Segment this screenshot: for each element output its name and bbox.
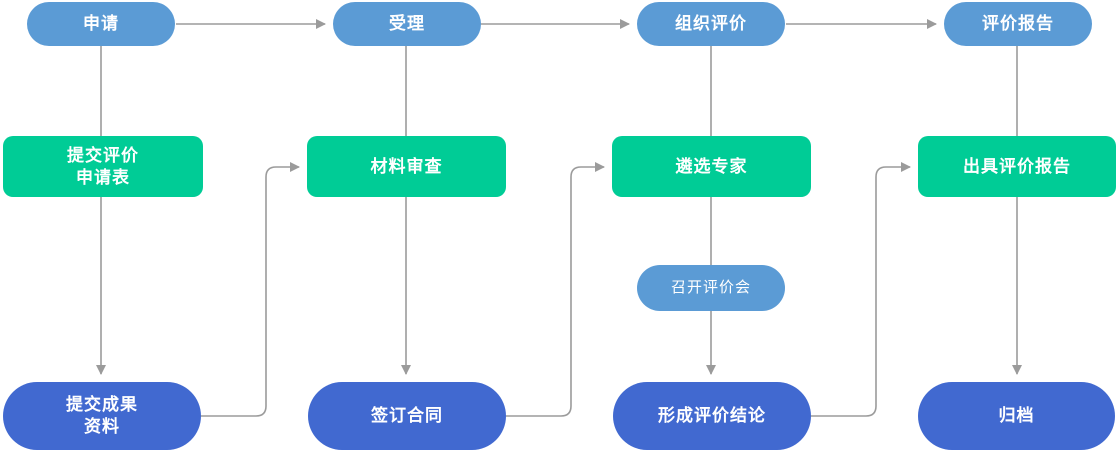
output-node-label: 签订合同 [371, 406, 443, 426]
output-node-tijiaochengguoziliao[interactable]: 提交成果 资料 [3, 382, 201, 450]
activity-node-label: 遴选专家 [675, 156, 748, 176]
activity-node-cailiaoshencha[interactable]: 材料审查 [307, 136, 506, 197]
activity-node-tijiaopingjiashenqingbiao[interactable]: 提交评价 申请表 [3, 136, 203, 197]
edge-output1-activity2 [201, 162, 300, 417]
stage-node-label: 评价报告 [982, 14, 1054, 34]
output-node-qiandinghetong[interactable]: 签订合同 [308, 382, 506, 450]
stage-node-shouli[interactable]: 受理 [333, 2, 481, 46]
output-node-label: 形成评价结论 [658, 406, 766, 426]
output-node-xingchengpingjiajielun[interactable]: 形成评价结论 [613, 382, 811, 450]
output-node-label: 提交成果 资料 [66, 395, 138, 436]
output-node-guidang[interactable]: 归档 [918, 382, 1115, 450]
meeting-node-label: 召开评价会 [670, 279, 751, 297]
stage-node-label: 受理 [389, 14, 425, 34]
stage-node-zuzhipingjia[interactable]: 组织评价 [637, 2, 785, 46]
stage-node-label: 组织评价 [675, 14, 747, 34]
activity-node-chujupingjiabaogao[interactable]: 出具评价报告 [918, 136, 1116, 197]
output-node-label: 归档 [998, 406, 1035, 426]
stage-node-pingjiabaogao[interactable]: 评价报告 [944, 2, 1092, 46]
stage-node-label: 申请 [83, 14, 119, 34]
meeting-node-zhaokaipingjiahui[interactable]: 召开评价会 [637, 265, 785, 311]
edge-output3-activity4 [811, 162, 911, 417]
activity-node-label: 出具评价报告 [963, 156, 1071, 176]
activity-node-linxuanzhuanjia[interactable]: 遴选专家 [612, 136, 811, 197]
edge-output2-activity3 [506, 162, 605, 417]
activity-node-label: 提交评价 申请表 [67, 145, 139, 187]
stage-node-shenqing[interactable]: 申请 [27, 2, 175, 46]
activity-node-label: 材料审查 [370, 156, 443, 176]
